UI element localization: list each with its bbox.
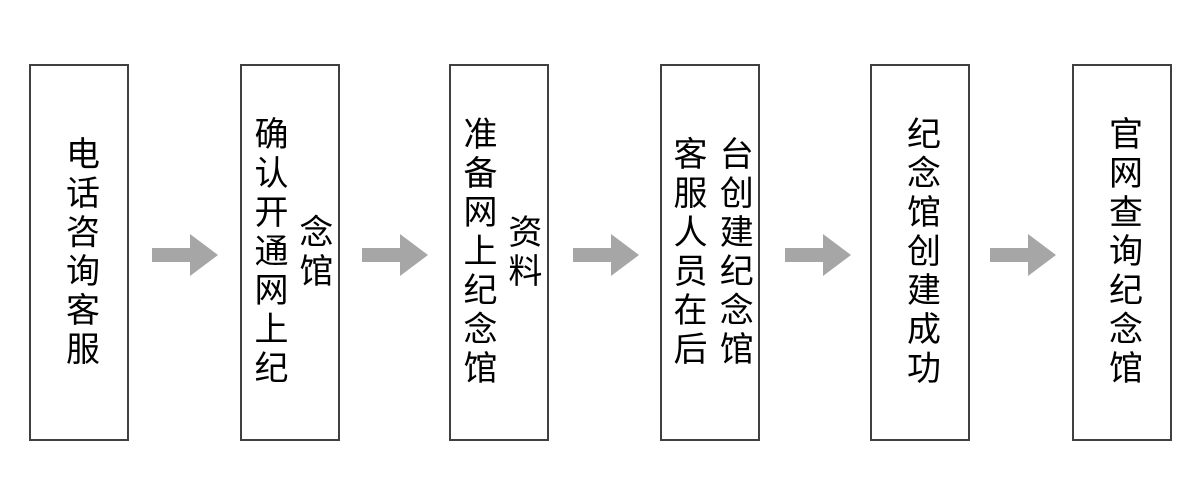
flow-node-step-6[interactable]: 官网查询纪念馆 <box>1072 64 1172 441</box>
flow-node-label: 电话咨询客服 <box>59 135 100 370</box>
flow-node-step-1[interactable]: 电话咨询客服 <box>29 64 129 441</box>
flow-node-label: 确认开通网上纪念馆 <box>248 116 333 389</box>
flow-node-step-2[interactable]: 确认开通网上纪念馆 <box>240 64 340 441</box>
flow-node-label: 准备网上纪念馆资料 <box>457 116 542 389</box>
flow-arrow-2 <box>362 234 428 276</box>
flow-arrow-1 <box>152 234 218 276</box>
flow-node-label: 官网查询纪念馆 <box>1102 116 1143 389</box>
flow-arrow-4 <box>785 234 851 276</box>
flow-node-step-3[interactable]: 准备网上纪念馆资料 <box>449 64 549 441</box>
flow-node-label: 客服人员在后台创建纪念馆 <box>667 135 754 370</box>
flow-node-label: 纪念馆创建成功 <box>900 116 941 389</box>
flow-arrow-5 <box>990 234 1056 276</box>
flow-arrow-3 <box>573 234 639 276</box>
flow-node-step-4[interactable]: 客服人员在后台创建纪念馆 <box>660 64 760 441</box>
flow-node-step-5[interactable]: 纪念馆创建成功 <box>870 64 970 441</box>
